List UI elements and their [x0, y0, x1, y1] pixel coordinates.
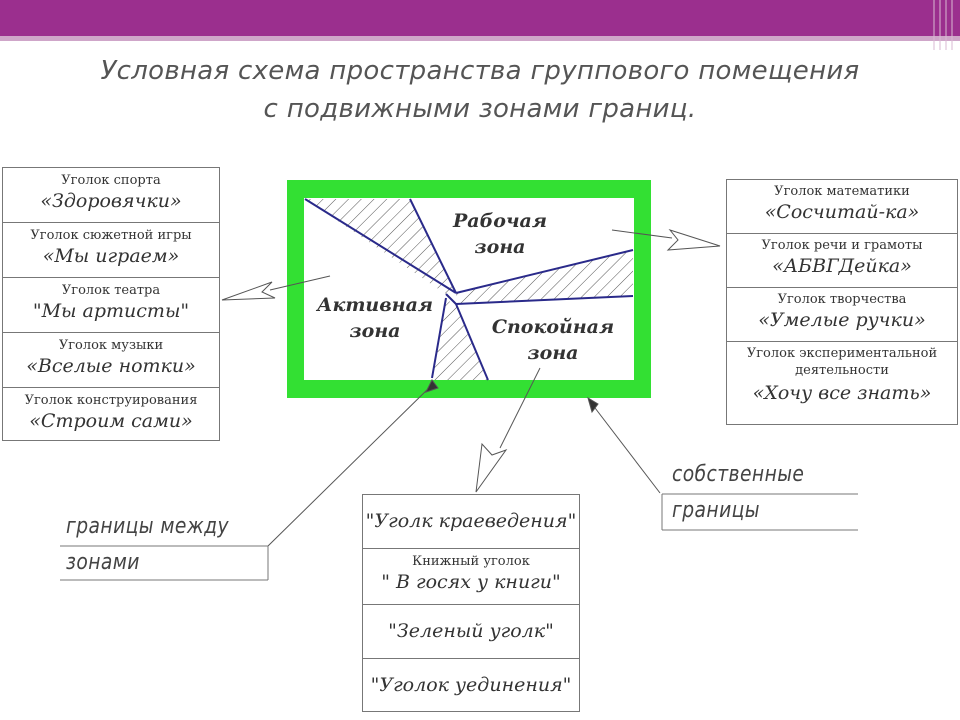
list-item: Уголок математики «Сосчитай-ка»: [726, 179, 958, 233]
zone-calm-line-1: Спокойная: [491, 316, 615, 338]
callout-own-borders-line-2: границы: [672, 498, 761, 523]
header-bar: [0, 0, 960, 36]
arrow-to-left-corners: [221, 281, 276, 301]
corner-label: Уголок театра: [61, 283, 161, 298]
arrow-to-bottom-corners: [475, 442, 508, 493]
corner-name: «Умелые ручки»: [758, 309, 926, 331]
bottom-corners-list: "Уголк краеведения" Книжный уголок " В г…: [362, 494, 580, 712]
callout-borders-between-line-1: границы между: [66, 514, 229, 539]
list-item: Уголок музыки «Вселые нотки»: [2, 332, 220, 387]
corner-name: «Сосчитай-ка»: [764, 201, 920, 223]
title-line-1: Условная схема пространства группового п…: [100, 56, 860, 86]
title-line-2: с подвижными зонами границ.: [263, 94, 697, 124]
zone-work-line-1: Рабочая: [452, 210, 547, 232]
corner-name: "Мы артисты": [32, 300, 190, 322]
corner-label: Книжный уголок: [412, 554, 530, 569]
hatched-boundary-bottom: [432, 300, 488, 380]
list-item: "Уголок уединения": [362, 658, 580, 712]
zone-label-work: Рабочая зона: [440, 208, 560, 260]
corner-label: Уголок музыки: [58, 338, 164, 353]
corner-name: «Вселые нотки»: [26, 355, 196, 377]
list-item: Уголок творчества «Умелые ручки»: [726, 287, 958, 341]
corner-label: Уголок спорта: [61, 173, 161, 188]
list-item: Книжный уголок " В госях у книги": [362, 548, 580, 604]
list-item: Уголок речи и грамоты «АБВГДейка»: [726, 233, 958, 287]
corner-name: "Зеленый уголк": [388, 620, 554, 642]
corner-label: Уголок речи и грамоты: [761, 238, 923, 253]
zone-work-line-2: зона: [474, 236, 526, 258]
list-item: Уголок конструирования «Строим сами»: [2, 387, 220, 441]
callout-own-borders-line-1: собственные: [672, 462, 805, 487]
corner-name: «Здоровячки»: [40, 190, 182, 212]
callout-underlines: [60, 493, 858, 581]
corner-label: Уголок конструирования: [24, 393, 198, 408]
arrow-to-right-corners: [666, 229, 721, 251]
list-item: Уголок спорта «Здоровячки»: [2, 167, 220, 222]
corner-name: «Строим сами»: [29, 410, 193, 432]
page-title: Условная схема пространства группового п…: [20, 52, 940, 128]
list-item: Уголок сюжетной игры «Мы играем»: [2, 222, 220, 277]
arrow-borders-between: [425, 379, 439, 393]
corner-name: «АБВГДейка»: [772, 255, 912, 277]
list-item: "Зеленый уголк": [362, 604, 580, 658]
corner-name: " В госях у книги": [381, 571, 561, 593]
right-corners-list: Уголок математики «Сосчитай-ка» Уголок р…: [726, 179, 958, 425]
zone-active-line-2: зона: [349, 320, 401, 342]
left-corners-list: Уголок спорта «Здоровячки» Уголок сюжетн…: [2, 167, 220, 441]
header-stripes-decoration: [933, 0, 953, 50]
corner-label: Уголок математики: [774, 184, 910, 199]
list-item: "Уголк краеведения": [362, 494, 580, 548]
corner-label: Уголок сюжетной игры: [30, 228, 192, 243]
zone-active-line-1: Активная: [316, 294, 433, 316]
corner-name: "Уголк краеведения": [365, 510, 577, 532]
corner-label: Уголок экспериментальной деятельности: [746, 346, 938, 378]
corner-name: "Уголок уединения": [370, 674, 572, 696]
corner-label: Уголок творчества: [777, 292, 907, 307]
corner-name: «Хочу все знать»: [752, 382, 932, 404]
arrow-own-borders: [587, 396, 599, 414]
list-item: Уголок экспериментальной деятельности «Х…: [726, 341, 958, 425]
zone-divider-lines: [304, 198, 634, 381]
corner-name: «Мы играем»: [42, 245, 180, 267]
list-item: Уголок театра "Мы артисты": [2, 277, 220, 332]
callout-borders-between-line-2: зонами: [66, 550, 140, 575]
zone-calm-line-2: зона: [527, 342, 579, 364]
arrows: [221, 229, 721, 547]
zone-label-calm: Спокойная зона: [478, 314, 628, 366]
zone-label-active: Активная зона: [306, 292, 444, 344]
header-bar-shadow: [0, 36, 960, 41]
hatched-boundary-right: [456, 250, 633, 304]
